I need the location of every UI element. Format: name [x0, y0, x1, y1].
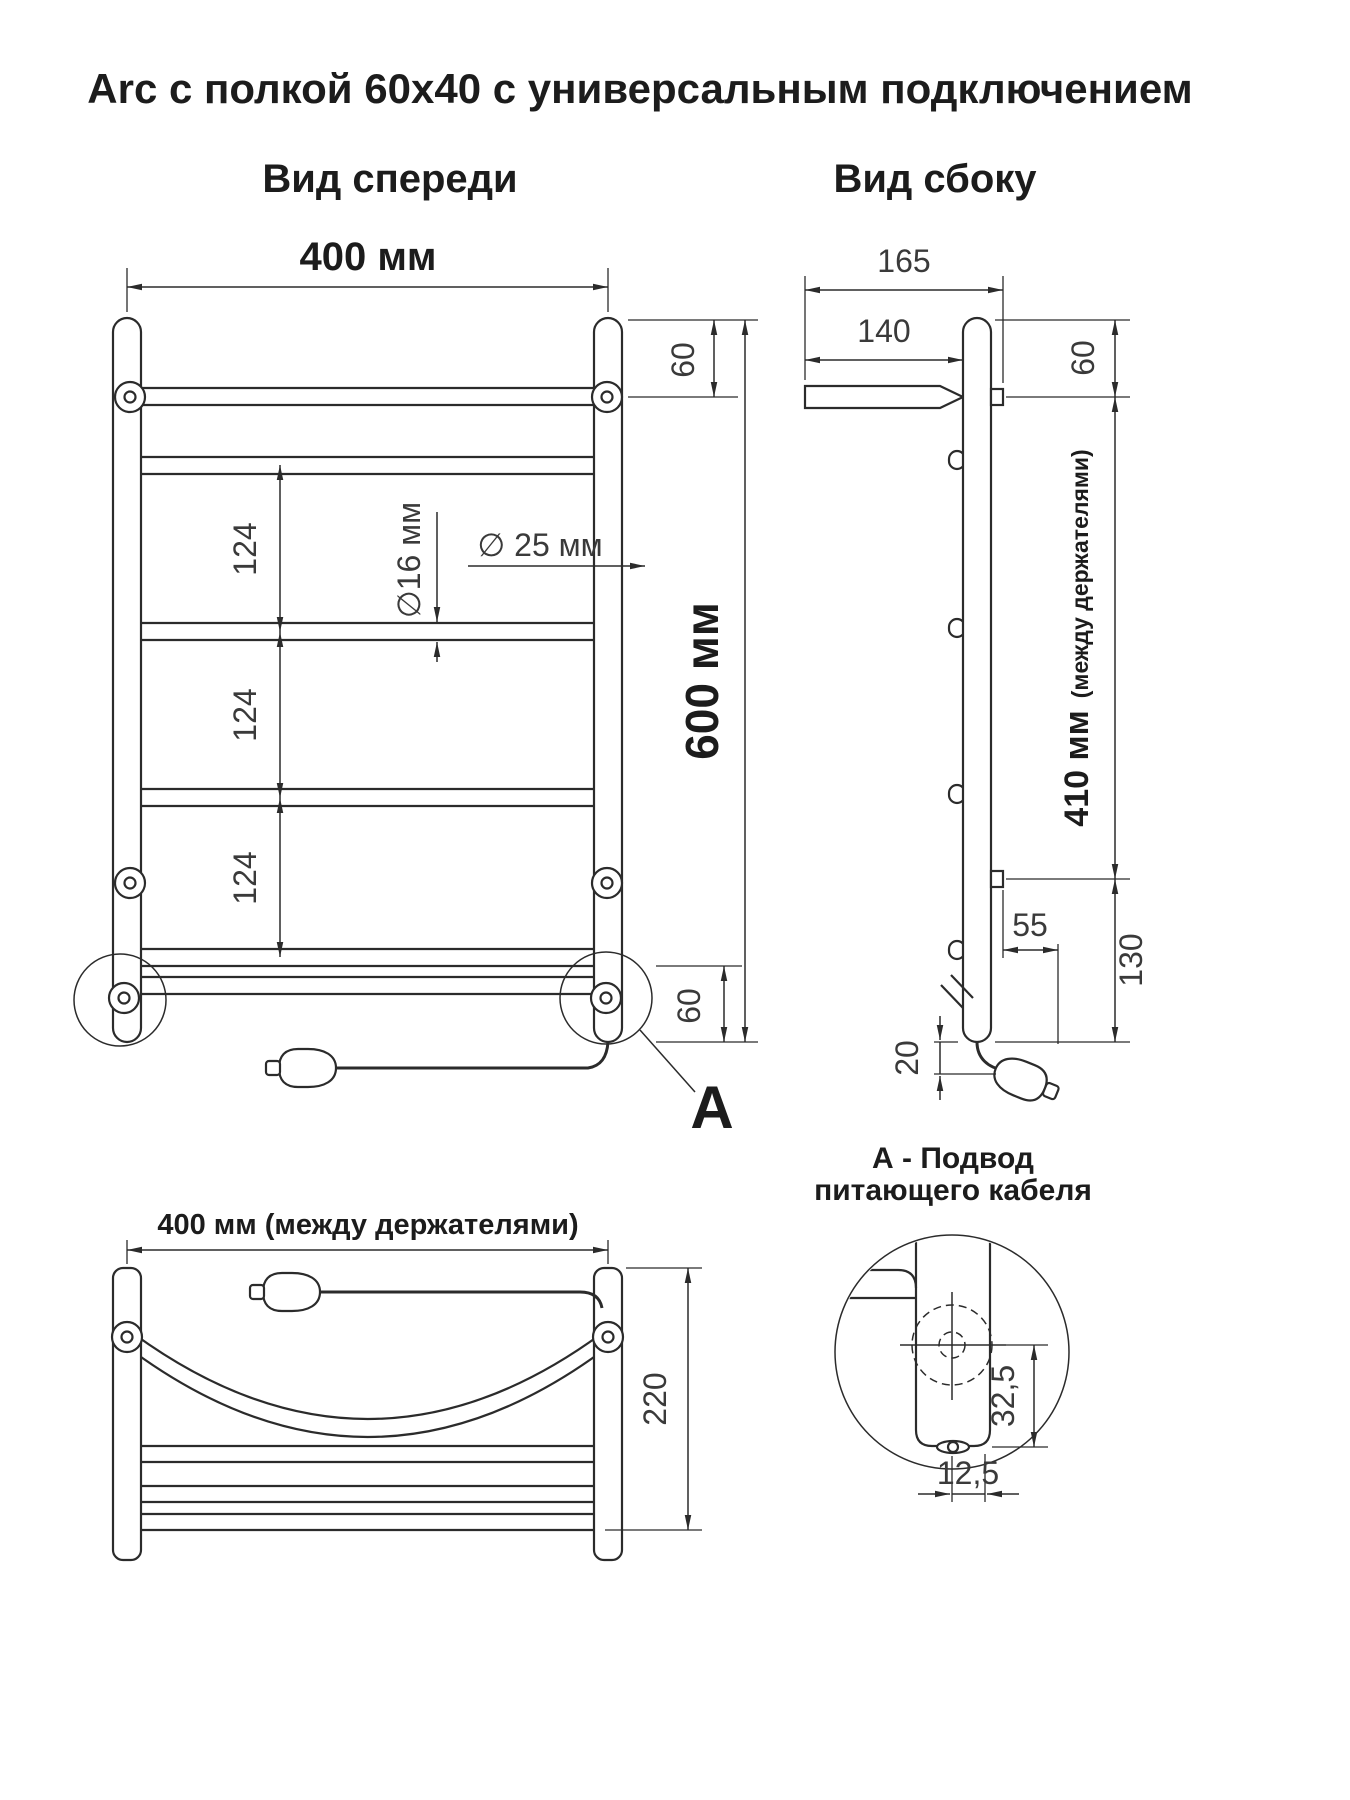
front-view: 400 мм 124 [73, 235, 758, 1141]
detail-hidden-circle-inner [938, 1331, 966, 1359]
power-plug-icon [261, 1271, 322, 1313]
plug-pin [248, 1283, 266, 1301]
tube-diameter-label: ∅16 мм [391, 502, 427, 618]
side-bottom-inset-dimension: 55 [1002, 890, 1059, 1044]
side-cable-drop-label: 20 [889, 1040, 925, 1076]
rung-gap-label-1: 124 [227, 522, 263, 575]
side-wall-spacer-bottom [989, 869, 1005, 889]
detail-caption-line1: А - Подвод [872, 1142, 1034, 1175]
top-view-width-label: 400 мм (между держателями) [157, 1209, 578, 1241]
side-bracket-span-label: 410 мм(между держателями) [1058, 449, 1096, 826]
side-shelf-support [940, 974, 974, 1009]
front-view-label: Вид спереди [262, 157, 517, 201]
detail-drawing [836, 1236, 1006, 1455]
top-view-cable [248, 1271, 604, 1313]
rung [118, 787, 617, 808]
side-height-dimensions: 60 410 мм(между держателями) 130 [995, 319, 1149, 1043]
front-rung-spacing-dimensions: 124 124 124 [227, 464, 284, 958]
detail-center-offset-dimension: 32,5 [985, 1344, 1048, 1448]
side-shelf-depth-label: 140 [857, 313, 910, 349]
detail-hidden-circle-outer [911, 1304, 993, 1386]
top-view-brackets [110, 1320, 625, 1354]
detail-cap-hole [946, 1440, 960, 1454]
side-wall-spacer-top [989, 387, 1005, 407]
side-post [961, 316, 993, 1044]
side-total-depth-label: 165 [877, 243, 930, 279]
side-view: 165 140 60 410 мм(между держателями) 130… [803, 243, 1149, 1102]
side-shelf-arm [803, 384, 966, 410]
front-width-label: 400 мм [299, 235, 436, 279]
top-view-curved-rail [133, 1333, 602, 1439]
detail-center-offset-label: 32,5 [985, 1365, 1021, 1427]
side-cable-drop-dimension: 20 [889, 1016, 996, 1100]
detail-hole-offset-label: 12,5 [937, 1455, 999, 1491]
detail-post [914, 1236, 992, 1448]
front-top-offset-label: 60 [665, 342, 701, 378]
power-plug-icon [277, 1047, 338, 1089]
callout-circle-right [559, 951, 653, 1045]
front-bottom-offset-label: 60 [671, 988, 707, 1024]
top-view-depth-label: 220 [637, 1372, 673, 1425]
cable-line [320, 1290, 604, 1309]
callout-circle-left [73, 953, 167, 1047]
detail-bracket-line [836, 1268, 918, 1289]
side-view-label: Вид сбоку [833, 157, 1037, 201]
cable-line [336, 1041, 610, 1070]
top-view-straight-rails [132, 1444, 603, 1532]
rung-gap-label-3: 124 [227, 851, 263, 904]
front-width-dimension: 400 мм [126, 235, 609, 312]
front-post-diameter-callout: ∅ 25 мм [468, 527, 646, 570]
side-rung-ends [947, 449, 967, 961]
top-view: 400 мм (между держателями) [110, 1209, 702, 1562]
post-diameter-label: ∅ 25 мм [477, 527, 602, 563]
top-right-post [592, 1266, 624, 1562]
detail-a: А - Подвод питающего кабеля 32,5 [814, 1142, 1092, 1502]
shelf-tube [118, 947, 617, 968]
rung [118, 386, 617, 407]
front-overall-height-label: 600 мм [676, 602, 728, 760]
front-height-dimensions: 60 600 мм 60 [628, 319, 758, 1043]
shelf-tube [118, 975, 617, 996]
page-title: Arc с полкой 60x40 с универсальным подкл… [87, 65, 1192, 112]
detail-hole-offset-dimension: 12,5 [918, 1454, 1019, 1502]
front-tube-diameter-callout: ∅16 мм [391, 502, 441, 662]
front-right-post [592, 316, 624, 1044]
front-wall-brackets [113, 380, 624, 900]
plug-pin [264, 1059, 282, 1077]
rung [118, 455, 617, 476]
side-top-offset-label: 60 [1065, 340, 1101, 376]
front-power-cable [264, 1041, 610, 1089]
front-detail-callouts: A [73, 951, 734, 1141]
rung-gap-label-2: 124 [227, 688, 263, 741]
side-bottom-offset-label: 130 [1113, 933, 1149, 986]
side-power-plug-icon [993, 1057, 1060, 1102]
top-view-depth-dimension: 220 [605, 1267, 702, 1531]
detail-marker-label: A [690, 1074, 733, 1141]
front-left-post [111, 316, 143, 1044]
top-view-width-dimension: 400 мм (между держателями) [126, 1209, 609, 1264]
top-left-post [111, 1266, 143, 1562]
detail-caption-line2: питающего кабеля [814, 1174, 1092, 1207]
rung [118, 621, 617, 642]
front-rungs [118, 386, 617, 996]
side-bottom-inset-label: 55 [1012, 907, 1048, 943]
side-depth-dimensions: 165 140 [804, 243, 1004, 383]
